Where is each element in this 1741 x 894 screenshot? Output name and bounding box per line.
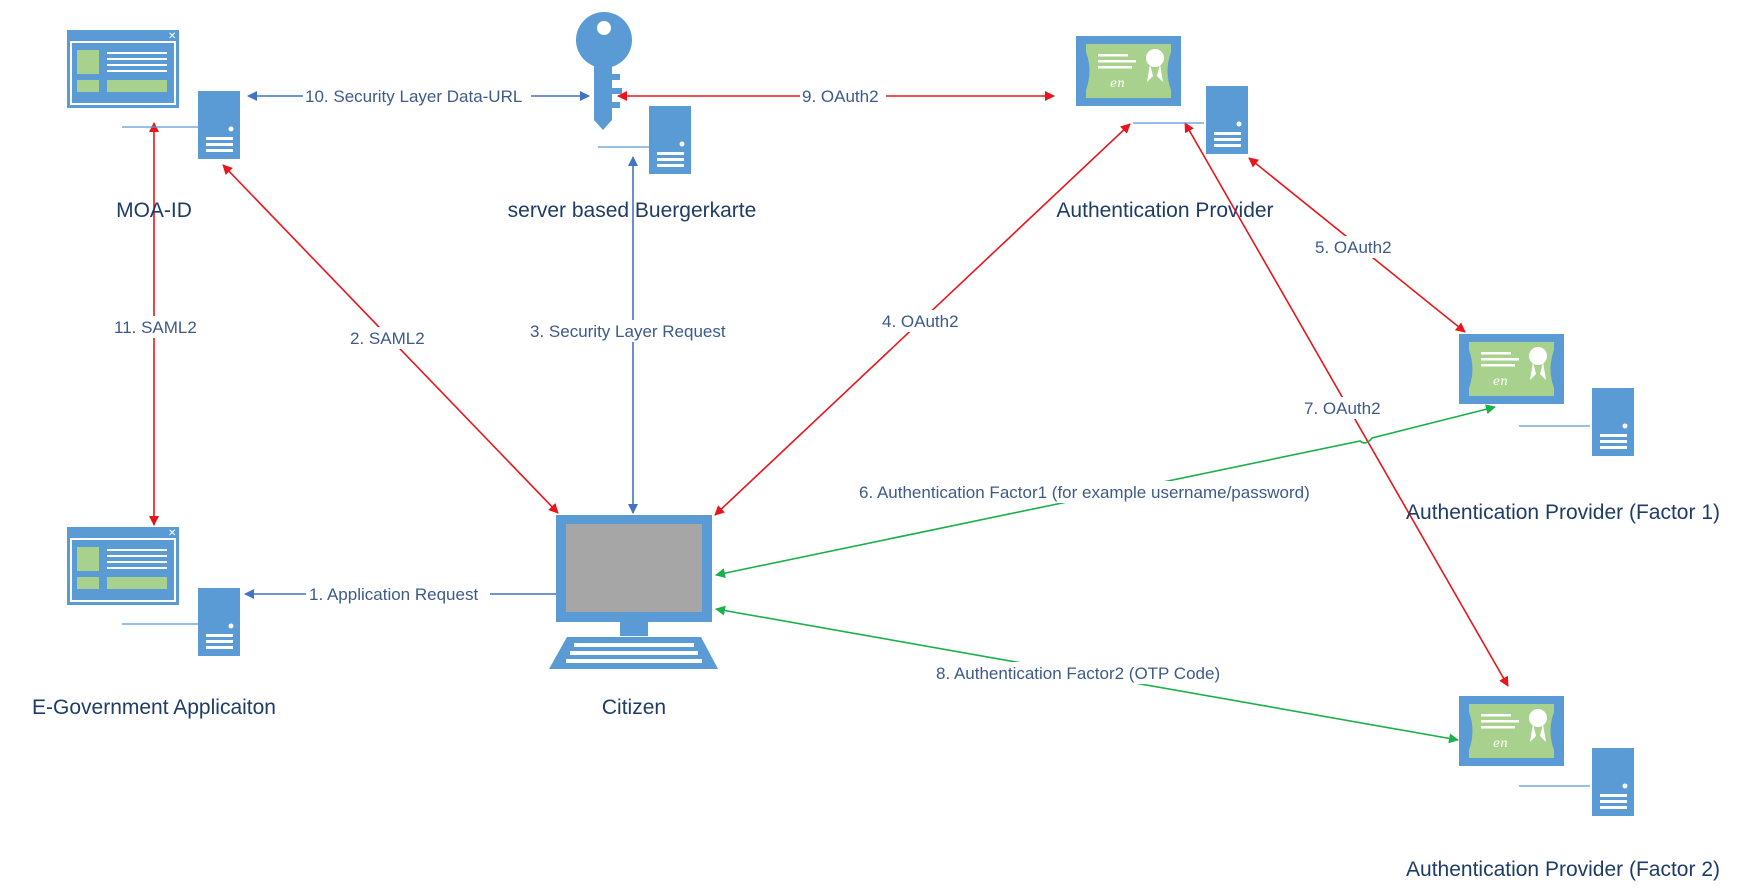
svg-text:1. Application Request: 1. Application Request (309, 585, 478, 604)
edge-label-6: 6. Authentication Factor1 (for example u… (857, 481, 1353, 503)
ap-factor1-server-icon (1592, 388, 1634, 456)
svg-text:10. Security Layer Data-URL: 10. Security Layer Data-URL (305, 87, 522, 106)
node-title-ap-factor2: Authentication Provider (Factor 2) (1406, 858, 1720, 881)
node-title-server-bk: server based Buergerkarte (508, 199, 757, 222)
ap-factor1-certificate-icon (1459, 334, 1564, 404)
egov-server-icon (198, 588, 240, 656)
bk-server-icon (649, 106, 691, 174)
svg-text:11. SAML2: 11. SAML2 (114, 318, 197, 337)
edge-label-3: 3. Security Layer Request (528, 320, 738, 342)
node-title-moa-id: MOA-ID (116, 199, 192, 222)
ap-factor2-certificate-icon (1459, 696, 1564, 766)
key-icon (576, 12, 632, 130)
moa-server-icon (198, 91, 240, 159)
ap-server-icon (1206, 86, 1248, 154)
edge-label-1: 1. Application Request (306, 583, 490, 605)
edge-label-5: 5. OAuth2 (1313, 236, 1399, 258)
svg-text:5. OAuth2: 5. OAuth2 (1315, 238, 1392, 257)
ap-certificate-icon (1076, 36, 1181, 106)
svg-text:2. SAML2: 2. SAML2 (350, 329, 425, 348)
svg-text:9. OAuth2: 9. OAuth2 (802, 87, 879, 106)
edge-label-2: 2. SAML2 (348, 327, 428, 349)
moa-browser-icon (67, 30, 179, 108)
node-title-ap-factor1: Authentication Provider (Factor 1) (1406, 501, 1720, 524)
node-title-auth-provider: Authentication Provider (1056, 199, 1273, 222)
egov-browser-icon (67, 527, 179, 605)
svg-text:7. OAuth2: 7. OAuth2 (1304, 399, 1381, 418)
edge-label-4: 4. OAuth2 (880, 310, 966, 332)
edge-label-10: 10. Security Layer Data-URL (303, 85, 531, 107)
edge-label-8: 8. Authentication Factor2 (OTP Code) (934, 662, 1244, 684)
node-title-citizen: Citizen (602, 696, 666, 719)
edge-label-11: 11. SAML2 (112, 316, 202, 338)
computer-icon (549, 515, 718, 669)
svg-text:6. Authentication Factor1 (for: 6. Authentication Factor1 (for example u… (859, 483, 1310, 502)
edge-label-9: 9. OAuth2 (800, 85, 886, 107)
svg-text:4. OAuth2: 4. OAuth2 (882, 312, 959, 331)
svg-text:3. Security Layer Request: 3. Security Layer Request (530, 322, 726, 341)
edge-6-line (715, 404, 1496, 579)
node-title-egov-app: E-Government Applicaiton (32, 696, 276, 719)
edge-label-7: 7. OAuth2 (1302, 397, 1388, 419)
svg-text:8. Authentication Factor2 (OTP: 8. Authentication Factor2 (OTP Code) (936, 664, 1220, 683)
ap-factor2-server-icon (1592, 748, 1634, 816)
